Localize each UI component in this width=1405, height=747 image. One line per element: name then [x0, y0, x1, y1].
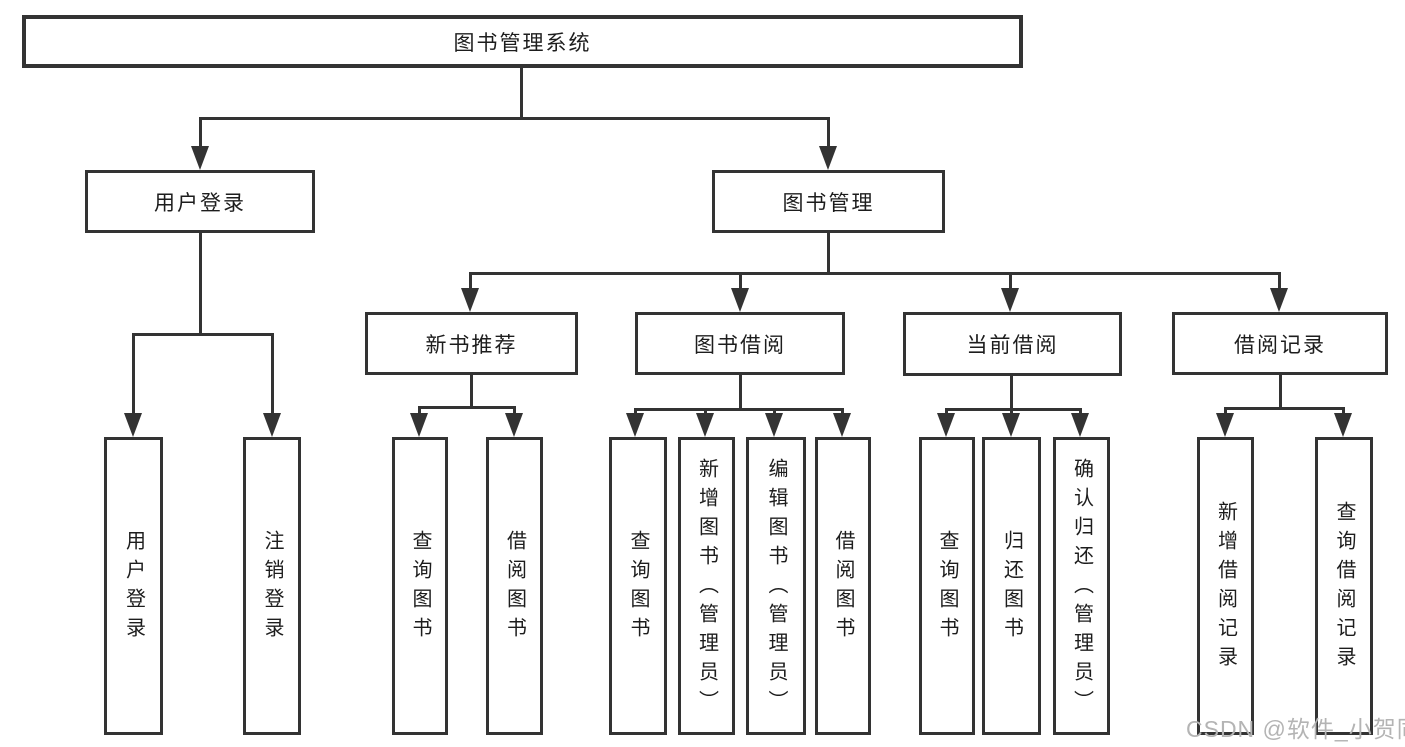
- arrow-down-icon: [819, 146, 837, 170]
- connector-line: [418, 406, 421, 413]
- leaf-current-confirm-return-admin: 确认归还（管理员）: [1053, 437, 1110, 735]
- connector-line: [469, 272, 472, 288]
- connector-line: [199, 117, 830, 120]
- connector-line: [418, 406, 516, 409]
- leaf-recommend-borrow-books: 借阅图书: [486, 437, 543, 735]
- arrow-down-icon: [191, 146, 209, 170]
- connector-line: [1224, 407, 1227, 413]
- leaf-logout-login: 注销登录: [243, 437, 301, 735]
- arrow-down-icon: [1270, 288, 1288, 312]
- arrow-down-icon: [696, 413, 714, 437]
- arrow-down-icon: [833, 413, 851, 437]
- arrow-down-icon: [1001, 288, 1019, 312]
- leaf-user-login: 用户登录: [104, 437, 163, 735]
- connector-line: [469, 272, 1281, 275]
- connector-line: [1342, 407, 1345, 413]
- connector-line: [513, 406, 516, 413]
- arrow-down-icon: [1002, 413, 1020, 437]
- leaf-current-return-books: 归还图书: [982, 437, 1041, 735]
- node-book-borrowing: 图书借阅: [635, 312, 845, 375]
- connector-line: [827, 117, 830, 147]
- node-user-login: 用户登录: [85, 170, 315, 233]
- connector-line: [1010, 408, 1013, 413]
- csdn-watermark: CSDN @软件_小贺同学: [1186, 716, 1405, 742]
- connector-line: [945, 408, 948, 413]
- arrow-down-icon: [731, 288, 749, 312]
- connector-line: [704, 408, 707, 413]
- node-new-book-recommend: 新书推荐: [365, 312, 578, 375]
- connector-line: [634, 408, 844, 411]
- connector-line: [132, 333, 135, 413]
- connector-line: [1009, 272, 1012, 288]
- connector-line: [739, 375, 742, 408]
- connector-line: [520, 68, 523, 117]
- arrow-down-icon: [1334, 413, 1352, 437]
- connector-line: [827, 233, 830, 272]
- connector-line: [945, 408, 1082, 411]
- connector-line: [470, 375, 473, 406]
- arrow-down-icon: [505, 413, 523, 437]
- connector-line: [773, 408, 776, 413]
- node-borrow-records: 借阅记录: [1172, 312, 1388, 375]
- connector-line: [199, 233, 202, 333]
- node-current-borrowing: 当前借阅: [903, 312, 1122, 376]
- arrow-down-icon: [124, 413, 142, 437]
- leaf-records-query-borrow-record: 查询借阅记录: [1315, 437, 1373, 735]
- leaf-current-query-books: 查询图书: [919, 437, 975, 735]
- connector-line: [1224, 407, 1345, 410]
- connector-line: [841, 408, 844, 413]
- leaf-records-add-borrow-record: 新增借阅记录: [1197, 437, 1254, 735]
- node-library-management-system: 图书管理系统: [22, 15, 1023, 68]
- connector-line: [1279, 375, 1282, 407]
- connector-line: [739, 272, 742, 288]
- connector-line: [1010, 376, 1013, 408]
- connector-line: [132, 333, 274, 336]
- arrow-down-icon: [1216, 413, 1234, 437]
- leaf-borrowing-add-books-admin: 新增图书（管理员）: [678, 437, 735, 735]
- arrow-down-icon: [765, 413, 783, 437]
- connector-line: [1079, 408, 1082, 413]
- arrow-down-icon: [937, 413, 955, 437]
- leaf-borrowing-borrow-books: 借阅图书: [815, 437, 871, 735]
- connector-line: [1278, 272, 1281, 288]
- arrow-down-icon: [626, 413, 644, 437]
- leaf-borrowing-query-books: 查询图书: [609, 437, 667, 735]
- leaf-borrowing-edit-books-admin: 编辑图书（管理员）: [746, 437, 806, 735]
- arrow-down-icon: [410, 413, 428, 437]
- connector-line: [271, 333, 274, 413]
- connector-line: [634, 408, 637, 413]
- node-book-management: 图书管理: [712, 170, 945, 233]
- arrow-down-icon: [461, 288, 479, 312]
- arrow-down-icon: [1071, 413, 1089, 437]
- leaf-recommend-query-books: 查询图书: [392, 437, 448, 735]
- arrow-down-icon: [263, 413, 281, 437]
- connector-line: [199, 117, 202, 147]
